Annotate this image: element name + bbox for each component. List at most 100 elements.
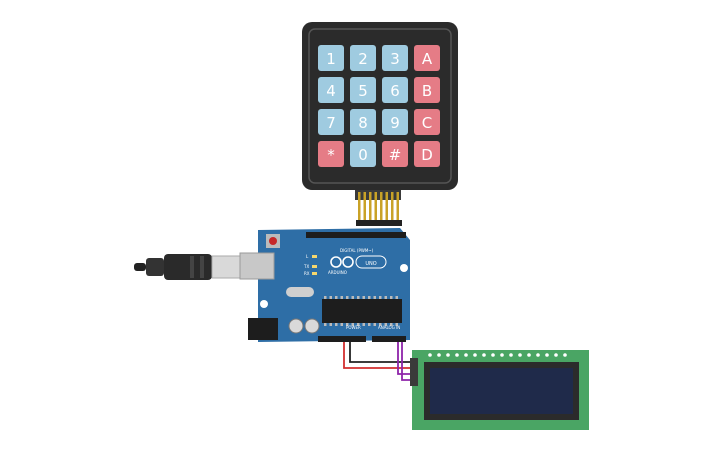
usb-cable[interactable] <box>134 254 243 280</box>
lcd-pin <box>500 353 504 357</box>
power-header <box>318 336 366 342</box>
chip-pin <box>346 296 349 299</box>
lcd-display[interactable] <box>410 350 589 430</box>
chip-pin <box>373 296 376 299</box>
key-face[interactable] <box>382 109 408 135</box>
analog-header <box>372 336 406 342</box>
chip-pin <box>379 296 382 299</box>
key-label: 5 <box>358 82 368 100</box>
wire-black-gnd[interactable] <box>349 342 412 363</box>
key-label: D <box>421 146 433 164</box>
key-C[interactable]: C <box>414 109 440 135</box>
wire-purple-scl[interactable] <box>401 342 412 381</box>
key-3[interactable]: 3 <box>382 45 408 71</box>
key-7[interactable]: 7 <box>318 109 344 135</box>
key-D[interactable]: D <box>414 141 440 167</box>
key-label: 4 <box>326 82 336 100</box>
key-9[interactable]: 9 <box>382 109 408 135</box>
chip-pin <box>390 296 393 299</box>
key-face[interactable] <box>414 141 440 167</box>
arduino-logo <box>330 256 354 268</box>
key-face[interactable] <box>318 109 344 135</box>
digital-header <box>306 232 406 238</box>
key-6[interactable]: 6 <box>382 77 408 103</box>
key-face[interactable] <box>350 141 376 167</box>
chip-pin <box>329 296 332 299</box>
key-label: * <box>327 146 335 164</box>
key-A[interactable]: A <box>414 45 440 71</box>
model-label: UNO <box>365 261 376 267</box>
chip-pin <box>324 296 327 299</box>
wire-red-5v[interactable] <box>343 342 412 369</box>
key-0[interactable]: 0 <box>350 141 376 167</box>
chip-pin <box>324 323 327 326</box>
key-face[interactable] <box>382 77 408 103</box>
wires <box>343 342 412 381</box>
key-5[interactable]: 5 <box>350 77 376 103</box>
mounting-hole <box>260 300 268 308</box>
key-label: # <box>389 146 402 164</box>
usb-cable-tail <box>134 263 146 271</box>
brand-label: ARDUINO <box>328 270 347 275</box>
led-tx-label: TX <box>303 264 309 269</box>
chip-pin <box>335 323 338 326</box>
led-tx <box>312 265 317 268</box>
uno-badge <box>355 255 387 269</box>
chip-pin <box>340 323 343 326</box>
lcd-pin <box>473 353 477 357</box>
led-rx-label: RX <box>304 271 310 276</box>
chip-pin <box>390 323 393 326</box>
key-label: 0 <box>358 146 368 164</box>
usb-plug-metal <box>211 255 243 279</box>
chip-pin <box>357 323 360 326</box>
key-face[interactable] <box>350 109 376 135</box>
key-face[interactable] <box>318 141 344 167</box>
led-l <box>312 255 317 258</box>
arduino-uno[interactable]: DIGITAL (PWM~) POWER ANALOG IN ARDUINO U… <box>239 228 410 342</box>
chip-pin <box>368 296 371 299</box>
crystal-oscillator <box>286 287 314 297</box>
ribbon-pin <box>358 192 361 222</box>
key-face[interactable] <box>414 77 440 103</box>
chip-pin <box>335 296 338 299</box>
key-2[interactable]: 2 <box>350 45 376 71</box>
key-face[interactable] <box>350 45 376 71</box>
lcd-pin <box>527 353 531 357</box>
key-*[interactable]: * <box>318 141 344 167</box>
key-label: 3 <box>390 50 400 68</box>
key-face[interactable] <box>414 45 440 71</box>
usb-b-socket <box>239 252 275 280</box>
key-8[interactable]: 8 <box>350 109 376 135</box>
chip-pin <box>346 323 349 326</box>
ribbon-pin <box>363 192 366 222</box>
key-face[interactable] <box>318 45 344 71</box>
power-jack <box>248 318 278 340</box>
chip-pin <box>329 323 332 326</box>
chip-pin <box>384 323 387 326</box>
key-label: 9 <box>390 114 400 132</box>
key-B[interactable]: B <box>414 77 440 103</box>
lcd-pin <box>455 353 459 357</box>
key-face[interactable] <box>350 77 376 103</box>
chip-pin <box>351 296 354 299</box>
lcd-pin <box>428 353 432 357</box>
lcd-pin <box>437 353 441 357</box>
lcd-pin <box>563 353 567 357</box>
key-face[interactable] <box>414 109 440 135</box>
key-4[interactable]: 4 <box>318 77 344 103</box>
key-face[interactable] <box>382 45 408 71</box>
key-face[interactable] <box>318 77 344 103</box>
reset-button-cap[interactable] <box>269 237 277 245</box>
key-face[interactable] <box>382 141 408 167</box>
lcd-pin <box>491 353 495 357</box>
key-1[interactable]: 1 <box>318 45 344 71</box>
lcd-pin <box>536 353 540 357</box>
keypad-ribbon <box>355 190 402 226</box>
ribbon-pin <box>391 192 394 222</box>
wire-purple-sda[interactable] <box>397 342 412 375</box>
key-#[interactable]: # <box>382 141 408 167</box>
chip-pin <box>351 323 354 326</box>
mounting-hole <box>400 264 408 272</box>
